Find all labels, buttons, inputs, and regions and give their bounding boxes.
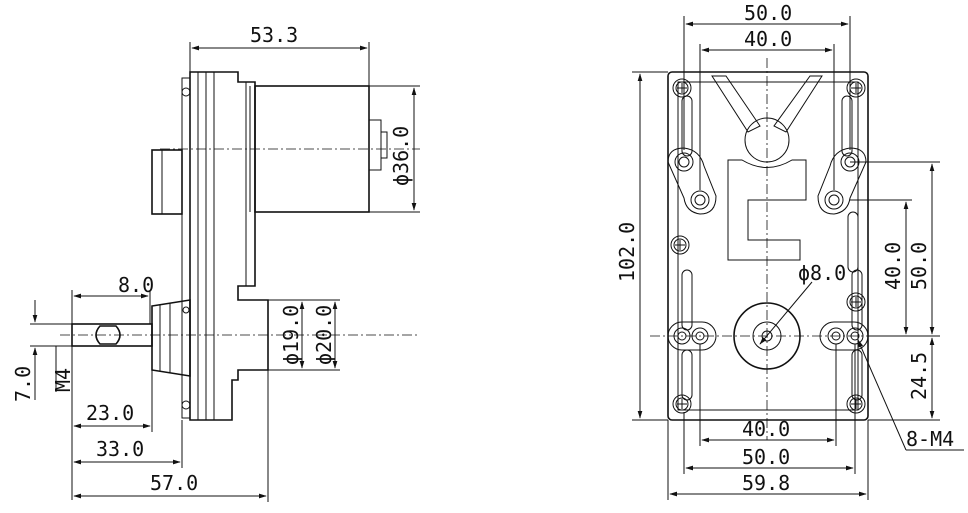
dim-motor-length: 53.3 bbox=[250, 23, 298, 47]
dim-top-40: 40.0 bbox=[744, 27, 792, 51]
dim-shaft-23: 23.0 bbox=[86, 401, 134, 425]
motor-end-cap bbox=[151, 149, 183, 215]
dim-shaft-dia: ϕ8.0 bbox=[798, 261, 846, 285]
gearbox-housing bbox=[181, 71, 269, 421]
dim-total-57: 57.0 bbox=[150, 471, 198, 495]
side-dimensions: 53.3 ϕ36.0 8.0 7.0 M4 23.0 bbox=[11, 23, 420, 502]
dim-vert-24-5: 24.5 bbox=[907, 352, 931, 400]
dim-key-height: 7.0 bbox=[11, 366, 35, 402]
front-dimensions: 50.0 40.0 102.0 ϕ8.0 40.0 50.0 24.5 bbox=[615, 1, 964, 500]
dim-key-length: 8.0 bbox=[118, 273, 154, 297]
dim-boss-20: ϕ20.0 bbox=[312, 305, 336, 365]
dim-bottom-50: 50.0 bbox=[742, 445, 790, 469]
dim-shaft-33: 33.0 bbox=[96, 437, 144, 461]
front-view: 50.0 40.0 102.0 ϕ8.0 40.0 50.0 24.5 bbox=[615, 1, 964, 500]
dim-height-102: 102.0 bbox=[615, 222, 639, 282]
dim-vert-50: 50.0 bbox=[907, 242, 931, 290]
dim-thread: M4 bbox=[51, 368, 75, 392]
mounting-plate bbox=[667, 71, 869, 421]
output-shaft bbox=[60, 299, 420, 377]
dim-motor-dia: ϕ36.0 bbox=[389, 126, 413, 186]
corner-screws bbox=[670, 78, 866, 414]
dim-bottom-40: 40.0 bbox=[742, 417, 790, 441]
dim-bottom-59-8: 59.8 bbox=[742, 471, 790, 495]
dim-top-50: 50.0 bbox=[744, 1, 792, 25]
dim-vert-40: 40.0 bbox=[881, 242, 905, 290]
dim-boss-19: ϕ19.0 bbox=[279, 305, 303, 365]
side-view: 53.3 ϕ36.0 8.0 7.0 M4 23.0 bbox=[11, 23, 420, 502]
dim-holes: 8-M4 bbox=[906, 427, 954, 451]
